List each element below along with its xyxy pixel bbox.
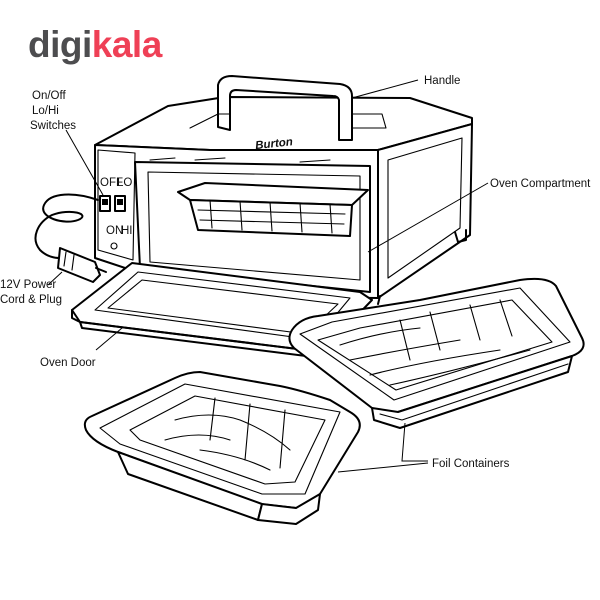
inner-tray	[177, 182, 369, 237]
indicator-light-icon	[110, 242, 118, 250]
logo-part-digi: digi	[28, 24, 92, 65]
logo-part-kala: kala	[91, 24, 163, 65]
switch-panel: OFF LO ON HI	[99, 177, 133, 250]
brand-label: Burton	[255, 136, 294, 152]
label-power-cord: 12V Power Cord & Plug	[0, 279, 62, 306]
power-cord	[34, 193, 107, 283]
switch-off-label: OFF	[100, 177, 123, 189]
leader-lines	[47, 79, 489, 473]
switch-on-label: ON	[106, 225, 123, 237]
foil-container-large	[288, 277, 585, 429]
label-handle: Handle	[424, 75, 460, 87]
label-oven-door: Oven Door	[40, 357, 96, 369]
label-foil-containers: Foil Containers	[432, 458, 510, 470]
label-oven-compartment: Oven Compartment	[490, 178, 591, 190]
label-switches: On/Off Lo/Hi Switches	[30, 90, 76, 132]
digikala-logo: digikala	[28, 26, 162, 63]
foil-container-small	[83, 371, 361, 525]
handle: Burton	[189, 75, 387, 152]
switch-lo-label: LO	[117, 177, 132, 189]
switch-hi-label: HI	[121, 225, 133, 237]
